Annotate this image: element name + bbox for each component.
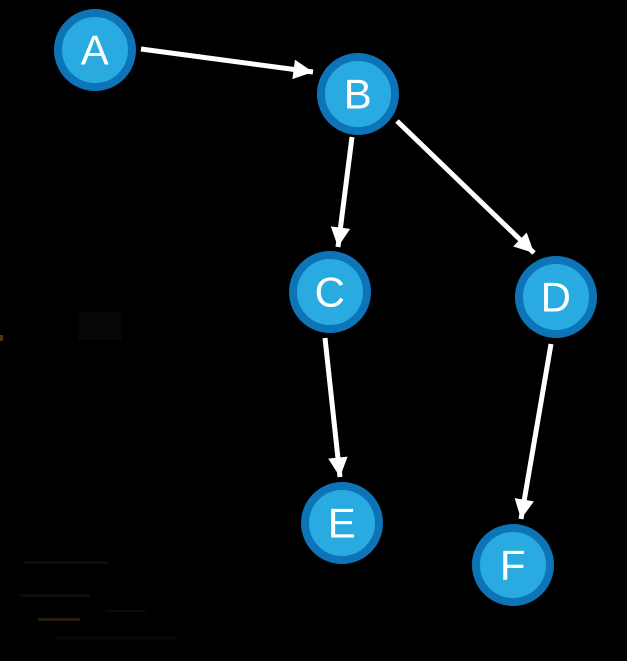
edge-B-C (330, 136, 355, 248)
node-circle-F[interactable] (472, 524, 554, 606)
node-F[interactable]: F (472, 524, 554, 606)
node-circle-B[interactable] (317, 53, 399, 135)
node-label-B: B (344, 70, 373, 117)
background-artifact (106, 610, 146, 612)
edge-layer (140, 46, 554, 520)
node-B[interactable]: B (317, 53, 399, 135)
edge-A-B (140, 46, 314, 80)
node-circle-D[interactable] (515, 256, 597, 338)
background-artifact (55, 636, 175, 640)
node-label-C: C (315, 268, 346, 315)
background-artifact (38, 618, 80, 621)
node-E[interactable]: E (301, 482, 383, 564)
node-label-A: A (81, 26, 110, 73)
background-artifact (78, 312, 122, 340)
node-label-D: D (541, 273, 572, 320)
node-layer: A B C D E F (54, 9, 597, 606)
background-artifacts (0, 312, 175, 640)
edge-B-D (395, 119, 536, 255)
background-artifact (24, 561, 108, 564)
background-artifact (0, 335, 3, 341)
node-label-E: E (328, 499, 357, 546)
node-C[interactable]: C (289, 251, 371, 333)
node-circle-E[interactable] (301, 482, 383, 564)
node-circle-C[interactable] (289, 251, 371, 333)
edge-C-E (322, 337, 348, 478)
edge-D-F (514, 343, 554, 520)
node-A[interactable]: A (54, 9, 136, 91)
node-D[interactable]: D (515, 256, 597, 338)
node-label-F: F (500, 541, 526, 588)
node-circle-A[interactable] (54, 9, 136, 91)
background-artifact (20, 594, 90, 597)
